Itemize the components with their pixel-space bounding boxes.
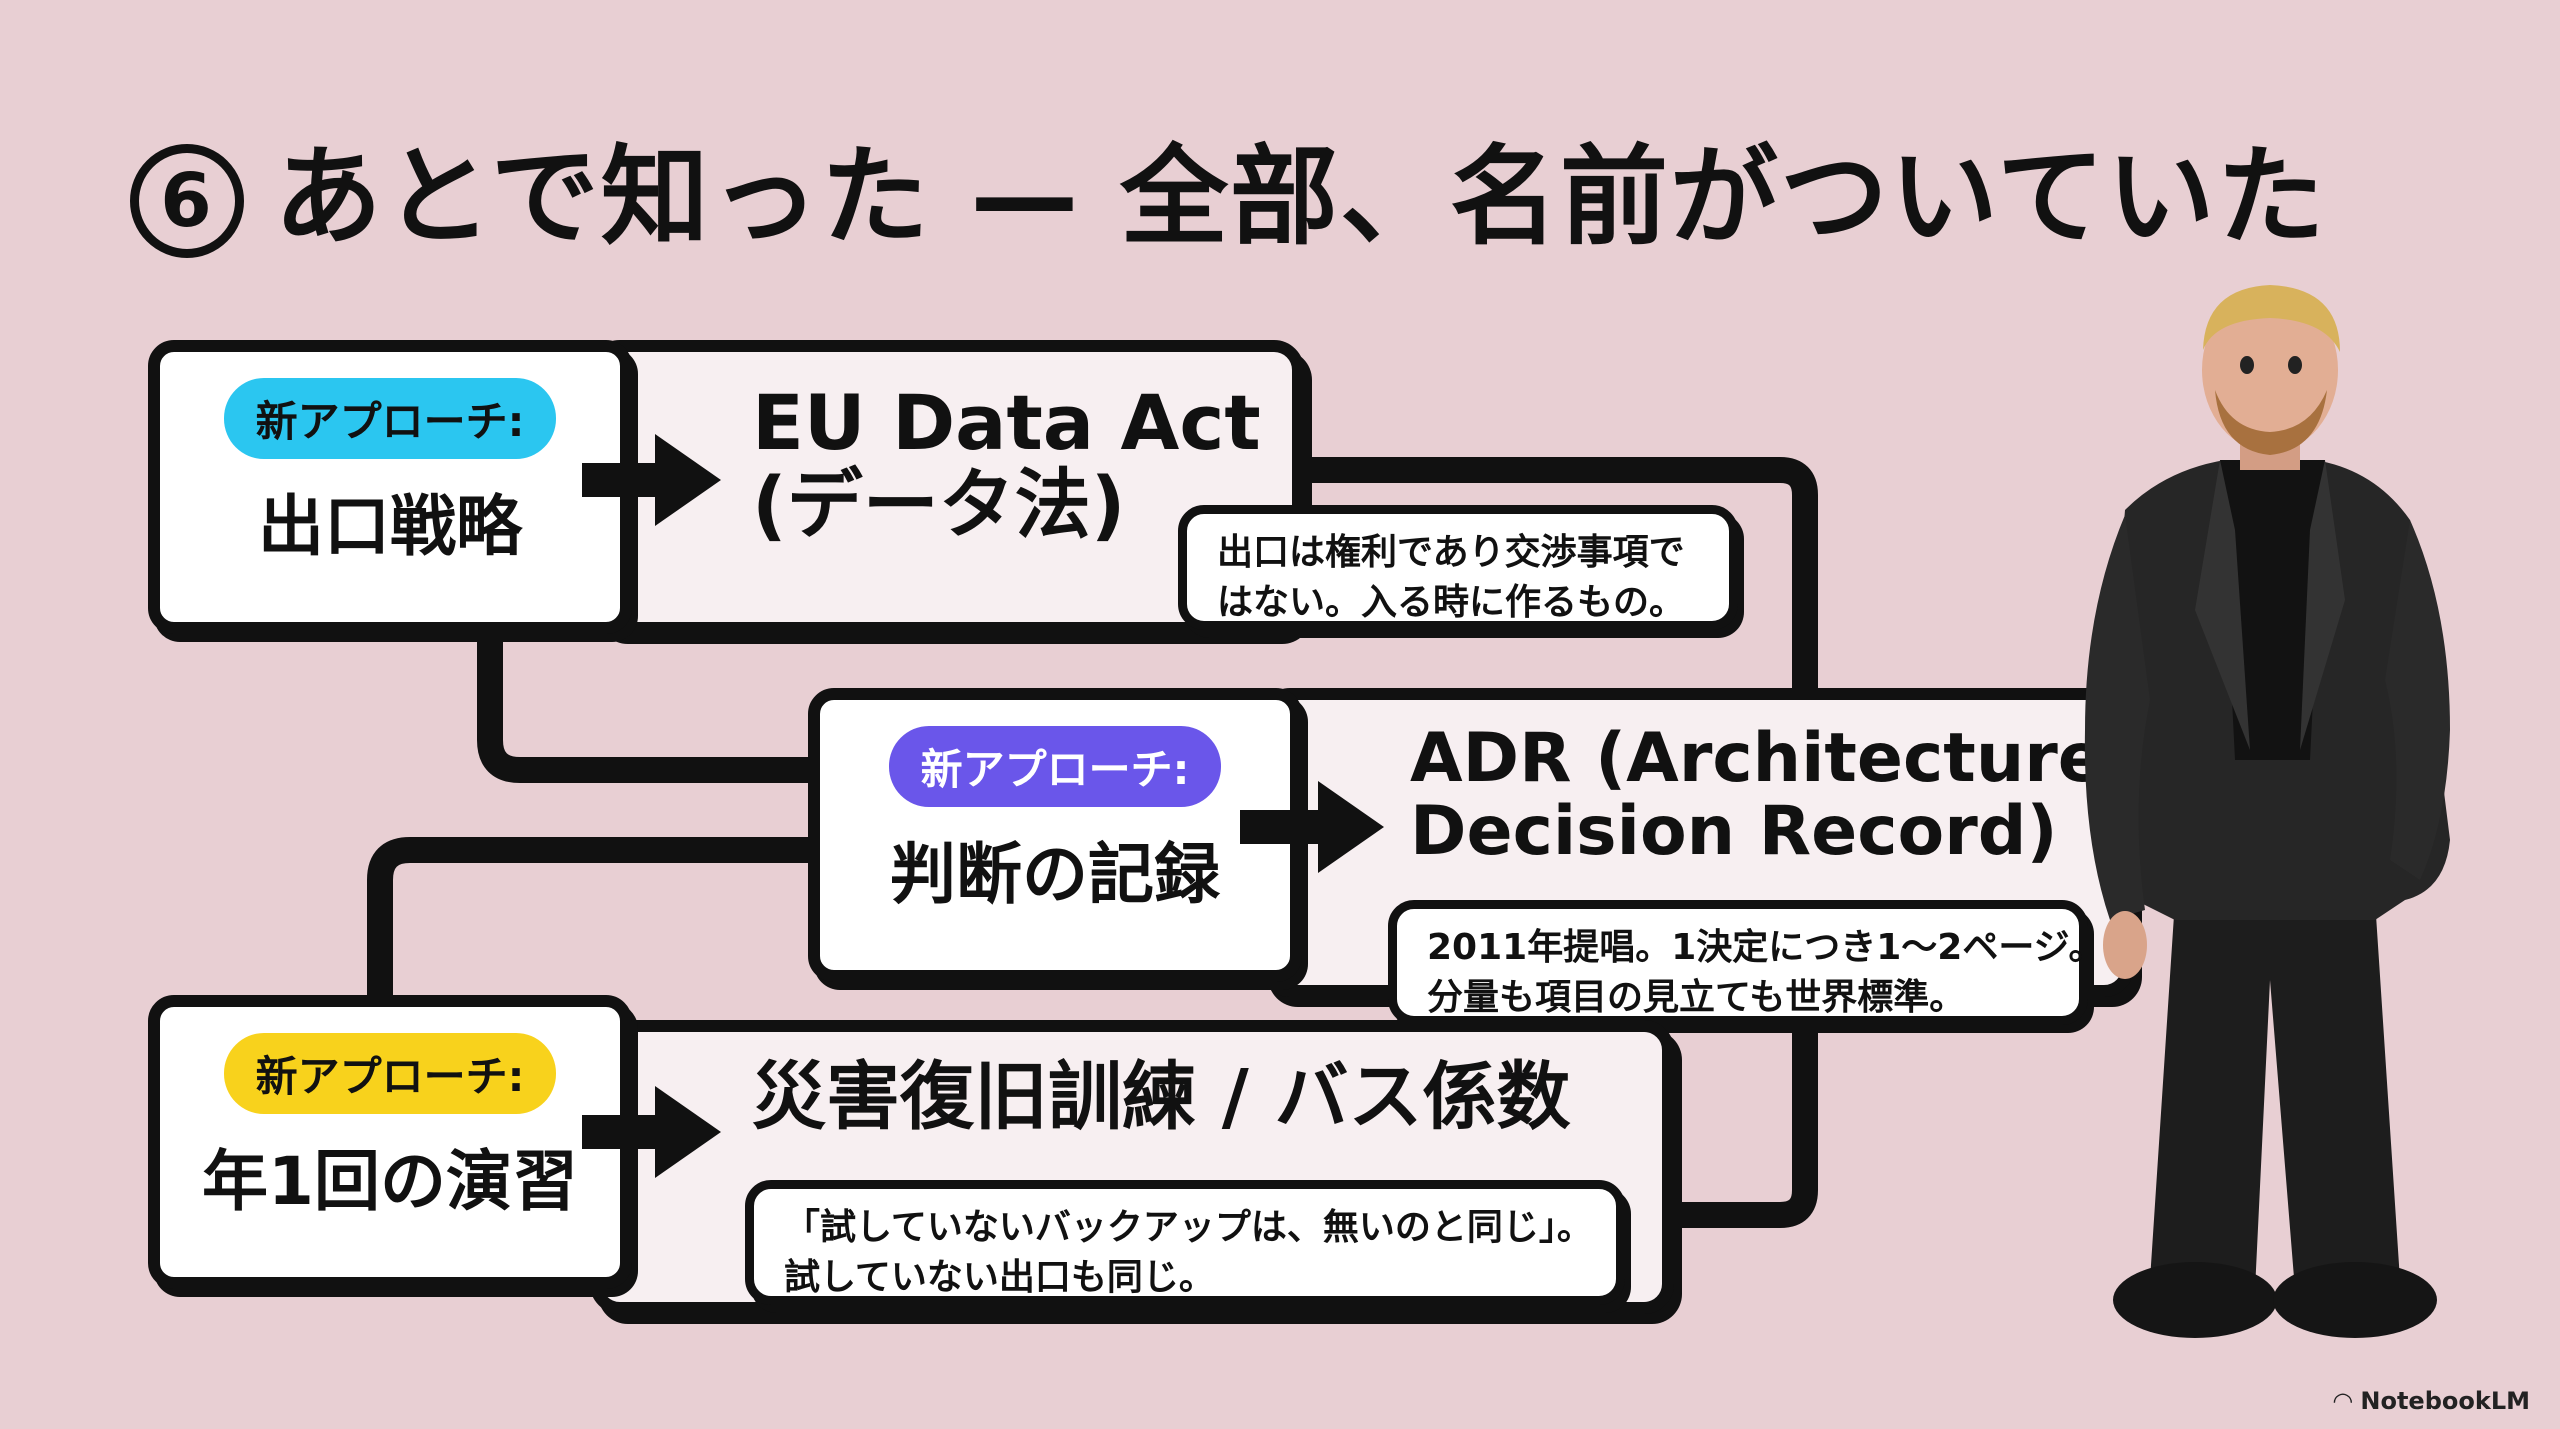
row1-label: 出口戦略 [258, 488, 522, 565]
row1-note: 出口は権利であり交渉事項で はない。入る時に作るもの。 [1178, 505, 1738, 630]
circled-number: 6 [130, 144, 244, 258]
row3-arrow-shaft [582, 1115, 662, 1149]
row1-arrow-shaft [582, 463, 662, 497]
row2-result-line1: ADR (Architecture [1410, 719, 2104, 798]
page-title: 6 あとで知った — 全部、名前がついていた [130, 110, 2327, 266]
row1-result-line2: (データ法) [752, 460, 1126, 550]
row2-arrow-shaft [1240, 810, 1326, 844]
row3-label-box: 新アプローチ: 年1回の演習 [148, 995, 632, 1289]
row3-note-line2: 試していない出口も同じ。 [784, 1257, 1215, 1299]
brand-text: NotebookLM [2360, 1387, 2530, 1415]
notebooklm-logo-icon: ◠ [2333, 1387, 2361, 1415]
row2-note-line1: 2011年提唱。1決定につき1〜2ページ。 [1427, 927, 2105, 968]
row2-note-line2: 分量も項目の見立ても世界標準。 [1427, 977, 1966, 1019]
row3-note: 「試していないバックアップは、無いのと同じ」。 試していない出口も同じ。 [745, 1180, 1625, 1305]
row2-label: 判断の記録 [890, 836, 1220, 913]
row3-result-title: 災害復旧訓練 / バス係数 [752, 1054, 1571, 1140]
arrow-right-icon [655, 434, 721, 526]
brand-watermark: ◠ NotebookLM [2334, 1387, 2530, 1415]
arrow-right-icon [655, 1086, 721, 1178]
row1-note-line1: 出口は権利であり交渉事項で [1217, 532, 1685, 573]
row3-pill: 新アプローチ: [223, 1033, 557, 1114]
row2-result-title: ADR (Architecture Decision Record) [1410, 722, 2104, 869]
row1-result-title: EU Data Act (データ法) [752, 378, 1261, 550]
row3-label: 年1回の演習 [202, 1143, 578, 1220]
title-text: あとで知った — 全部、名前がついていた [274, 135, 2327, 260]
person-illustration [2084, 285, 2450, 1338]
row1-pill: 新アプローチ: [223, 378, 557, 459]
row1-label-box: 新アプローチ: 出口戦略 [148, 340, 632, 634]
arrow-right-icon [1318, 781, 1384, 873]
row1-note-line2: はない。入る時に作るもの。 [1217, 582, 1686, 624]
row2-pill: 新アプローチ: [888, 726, 1222, 807]
row2-note: 2011年提唱。1決定につき1〜2ページ。 分量も項目の見立ても世界標準。 [1388, 900, 2105, 1025]
row3-note-line1: 「試していないバックアップは、無いのと同じ」。 [784, 1207, 1593, 1248]
row1-result-line1: EU Data Act [752, 378, 1261, 467]
row2-label-box: 新アプローチ: 判断の記録 [808, 688, 1302, 982]
row2-result-line2: Decision Record) [1410, 792, 2058, 872]
